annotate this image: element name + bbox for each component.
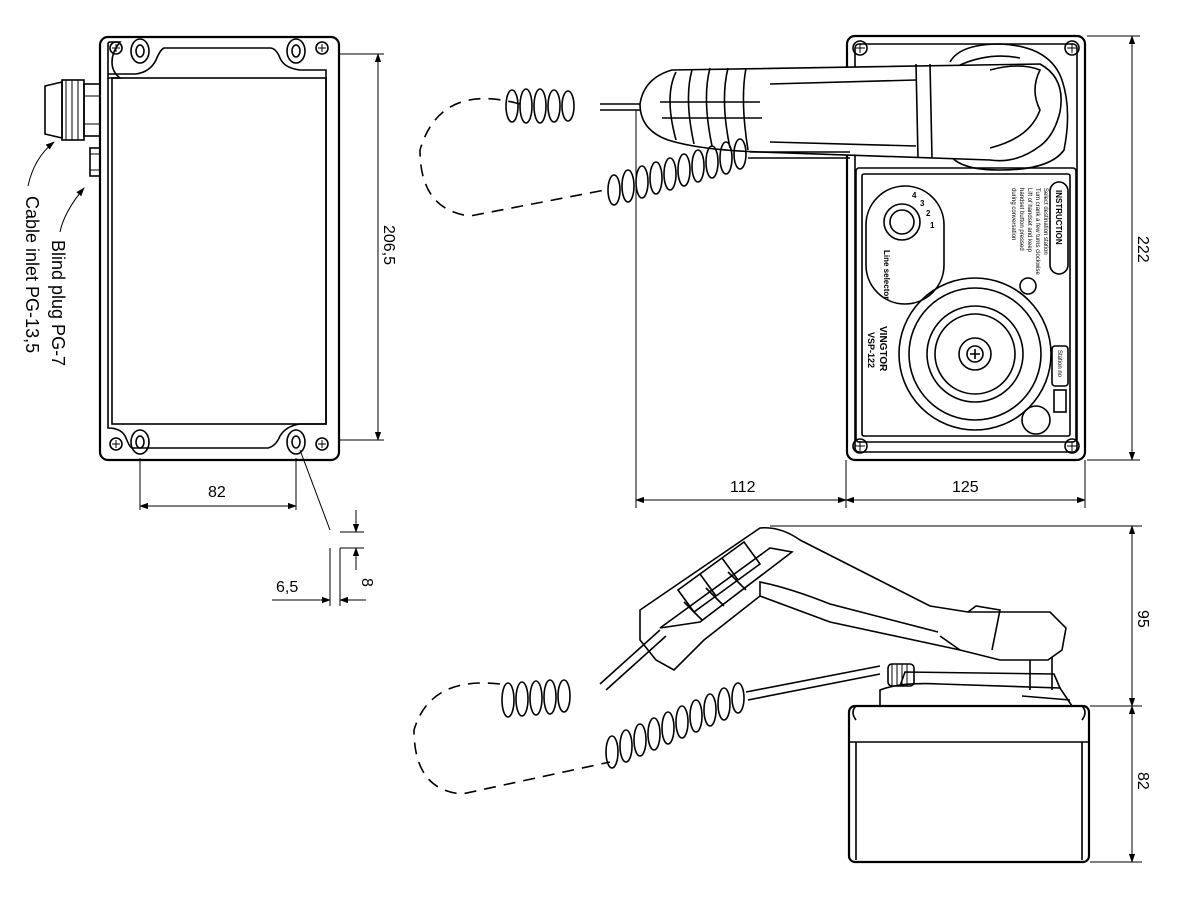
- dim-box-depth-label: 82: [1134, 772, 1151, 790]
- line-selector-label: Line selector: [882, 250, 891, 299]
- dim-box-height-label: 206,5: [380, 225, 397, 265]
- instruction-line-5: during conversation: [1010, 188, 1016, 240]
- dial-number-4: 4: [912, 191, 917, 200]
- instruction-line-2: Turn crank a few turns clockwise: [1034, 188, 1040, 275]
- line-selector: 4 3 2 1 Line selector: [865, 185, 945, 305]
- screw-hole-top-right: [286, 38, 306, 64]
- cable-inlet-label: Cable inlet PG-13,5: [22, 196, 42, 353]
- dial-number-3: 3: [920, 199, 925, 208]
- instruction-line-3: Lift of handset and keep: [1026, 188, 1032, 253]
- handset-grip: [660, 67, 762, 151]
- dim-hole-spacing-label: 82: [208, 484, 226, 501]
- dim-plate-width-label: 125: [952, 479, 979, 496]
- coiled-cord-front: [419, 88, 850, 217]
- callout-blind-plug: Blind plug PG-7: [48, 187, 85, 366]
- dimension-hole-spacing: 82: [139, 458, 297, 510]
- dimension-plate-height: 222: [1087, 35, 1151, 461]
- model-name: VSP-122: [866, 332, 876, 368]
- screw-hole-top-left: [130, 38, 150, 64]
- cable-gland: [44, 79, 101, 141]
- plate-screws: [852, 40, 1080, 454]
- corner-screw: [109, 41, 329, 451]
- cord-coil-upper: [505, 88, 575, 124]
- crank-bell: [898, 277, 1052, 435]
- dim-hole-diameter-label: 6,5: [276, 579, 298, 596]
- coiled-cord-side: [413, 629, 881, 795]
- instruction-line-1: Select destination station: [1042, 188, 1048, 255]
- blind-plug: [89, 147, 101, 177]
- dimension-box-height: 206,5: [340, 53, 397, 441]
- telephone-side-view: [639, 526, 1091, 864]
- dial-number-1: 1: [930, 221, 935, 230]
- instruction-label: INSTRUCTION Select destination station T…: [1010, 181, 1069, 275]
- instruction-title: INSTRUCTION: [1054, 190, 1063, 245]
- handset-grip-side: [676, 540, 762, 621]
- cord-coil-side-upper: [501, 679, 571, 718]
- dial-number-2: 2: [926, 209, 931, 218]
- dimension-plate-width: 125: [845, 460, 1086, 508]
- brand-name: VINGTOR: [877, 326, 888, 372]
- telephone-front-view: INSTRUCTION Select destination station T…: [639, 34, 1087, 462]
- station-number-plate: Station no: [1051, 345, 1069, 413]
- screw-hole-bottom-left: [130, 429, 150, 455]
- dimension-box-depth: 82: [1090, 705, 1151, 863]
- dim-cable-length-label: 112: [730, 479, 756, 496]
- dim-hole-depth-label: 8: [358, 578, 375, 587]
- callout-cable-inlet: Cable inlet PG-13,5: [22, 141, 55, 353]
- dimension-cable-length: 112: [635, 110, 847, 508]
- cord-coil-lower: [607, 138, 747, 206]
- instruction-line-4: handset button pressed: [1018, 188, 1024, 251]
- screw-hole-bottom-right: [286, 429, 306, 455]
- dim-handset-height-label: 95: [1134, 610, 1151, 628]
- cord-coil-side-lower: [605, 682, 745, 769]
- dim-plate-height-label: 222: [1134, 236, 1151, 263]
- station-no-label: Station no: [1056, 350, 1062, 378]
- junction-box-top-view: [44, 35, 341, 462]
- hole-detail: 6,5 8: [272, 449, 375, 606]
- blind-plug-label: Blind plug PG-7: [48, 240, 68, 366]
